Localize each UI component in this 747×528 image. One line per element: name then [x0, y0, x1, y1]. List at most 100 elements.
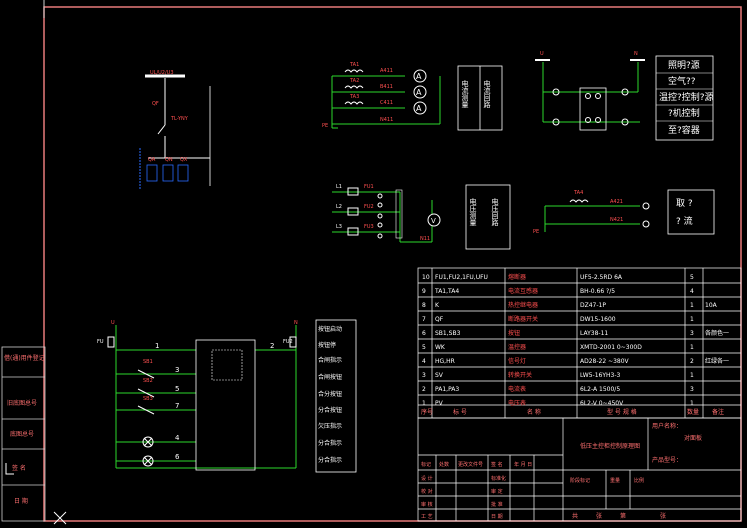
bom-head-code: 标 号 — [453, 408, 467, 416]
bom-cell-no: 10 — [422, 274, 430, 281]
relay-panel-5: 合分按钮 — [318, 390, 342, 398]
title-block — [417, 417, 742, 522]
svg-text:A: A — [416, 88, 422, 97]
ct-pe: PE — [533, 229, 539, 235]
svg-text:A411: A411 — [380, 68, 393, 74]
svg-text:PE: PE — [322, 123, 328, 129]
customer-value: 对面板 — [684, 434, 702, 442]
svg-text:TA3: TA3 — [349, 94, 359, 100]
svg-text:L3: L3 — [336, 224, 342, 230]
node-7: 7 — [175, 402, 179, 410]
bom-cell-no: 1 — [422, 400, 426, 407]
svg-text:QN: QN — [165, 157, 173, 163]
bom-cell-qty: 1 — [690, 372, 694, 379]
svg-text:B411: B411 — [380, 84, 393, 90]
bom-cell-code: TA1,TA4 — [434, 288, 459, 295]
side-tag-5: 日 期 — [14, 497, 28, 505]
relay-panel-7: 欠压指示 — [318, 422, 342, 430]
bom-head-qty: 数量 — [687, 408, 699, 416]
tb-col-1: 标记 — [421, 461, 431, 468]
footer-2: 张 — [596, 512, 602, 520]
node-4: 4 — [175, 434, 180, 442]
bom-cell-model: UF5-2.5RD 6A — [580, 274, 623, 281]
svg-text:V: V — [431, 217, 436, 225]
svg-text:TA1: TA1 — [349, 62, 359, 68]
ct-box-line-2: ? 流 — [676, 215, 693, 227]
sb1-label: SB1 — [143, 359, 153, 365]
sb3-label: SB3 — [143, 396, 153, 402]
control-circuit — [107, 325, 297, 471]
bom-cell-model: 6L2-V 0~450V — [580, 400, 624, 407]
relay-panel-8: 分合指示 — [318, 439, 342, 447]
bom-cell-model: 6L2-A 1500/5 — [580, 386, 620, 393]
relay-panel-1: 按钮启动 — [318, 325, 342, 333]
svg-text:N: N — [634, 51, 638, 57]
side-tag-2: 旧底图总号 — [7, 399, 37, 407]
product-label: 产品型号： — [652, 456, 682, 464]
tb-mid-3: 批 准 — [491, 501, 503, 508]
bom-cell-qty: 3 — [690, 386, 694, 393]
svg-text:QX: QX — [180, 157, 188, 163]
voltage-meter-diagram: L1 L2 L3 FU1 FU2 FU3 V N11 — [332, 184, 511, 250]
bom-cell-name: 断路器开关 — [508, 315, 538, 323]
bom-cell-qty: 1 — [690, 316, 694, 323]
bom-cell-note: 红绿各一 — [705, 357, 729, 365]
ct-line-n: N421 — [610, 217, 623, 223]
bom-cell-code: QF — [435, 316, 444, 323]
stage-mark: 阶段标记 — [570, 477, 590, 484]
bom-cell-code: HG,HR — [435, 358, 455, 365]
bom-cell-name: 转换开关 — [508, 371, 532, 379]
top-right-box-line-5: 至?容器 — [668, 124, 700, 136]
tb-left-3: 审 核 — [421, 501, 433, 508]
bom-cell-no: 8 — [422, 302, 426, 309]
bom-table — [417, 267, 742, 419]
top-right-box-line-3: 温控?控制?源 — [659, 91, 714, 103]
svg-text:FU3: FU3 — [364, 224, 374, 230]
bom-cell-no: 9 — [422, 288, 426, 295]
svg-text:A: A — [416, 104, 422, 113]
bom-cell-no: 4 — [422, 358, 426, 365]
n-right-label: N — [294, 320, 298, 326]
sb2-label: SB2 — [143, 378, 153, 384]
meter-top-box-right: 电流回路 — [483, 79, 491, 109]
bom-cell-no: 2 — [422, 386, 426, 393]
bom-cell-name: 电流互感器 — [508, 287, 538, 295]
ct-line-a: A421 — [610, 199, 623, 205]
ct-box-line-1: 取 ? — [676, 198, 693, 209]
bom-cell-model: BH-0.66 ?/5 — [580, 288, 615, 295]
tb-mid-2: 审 定 — [491, 488, 503, 495]
side-tag-4: 签 名 — [12, 464, 26, 472]
svg-text:TL-YNY: TL-YNY — [170, 116, 189, 122]
bom-cell-name: 信号灯 — [508, 357, 526, 365]
svg-text:C411: C411 — [380, 100, 393, 106]
bom-cell-qty: 2 — [690, 358, 694, 365]
meter-mid-box-left: 电压测量 — [469, 197, 477, 226]
tb-left-1: 设 计 — [421, 475, 433, 482]
bom-cell-code: K — [435, 302, 440, 309]
tb-col-3: 更改文件号 — [458, 461, 483, 468]
bom-cell-code: SV — [435, 372, 444, 379]
tb-col-4: 签 名 — [491, 461, 503, 468]
svg-text:FU1: FU1 — [364, 184, 374, 190]
node-6: 6 — [175, 453, 180, 461]
bom-cell-name: 按钮 — [508, 329, 520, 337]
bom-head-no: 序号 — [421, 408, 433, 416]
tb-col-2: 处数 — [439, 461, 449, 468]
svg-text:L2: L2 — [336, 204, 342, 210]
svg-text:A: A — [416, 72, 422, 81]
bom-cell-no: 3 — [422, 372, 426, 379]
bom-cell-name: 熔断器 — [508, 273, 526, 281]
bom-head-model: 型 号 规 格 — [607, 408, 637, 416]
svg-text:TA2: TA2 — [349, 78, 359, 84]
bom-cell-qty: 1 — [690, 400, 694, 407]
tb-mid-4: 日 期 — [491, 514, 503, 520]
tb-left-2: 校 对 — [421, 488, 433, 495]
bom-cell-model: AD28-22 ~380V — [580, 358, 630, 365]
bom-cell-model: LW5-16YH3-3 — [580, 372, 621, 379]
bom-cell-code: WK — [435, 344, 446, 351]
bom-cell-qty: 3 — [690, 330, 694, 337]
relay-panel — [315, 319, 357, 473]
bom-cell-name: 温控器 — [508, 343, 526, 351]
bom-cell-code: FU1,FU2,1FU,UFU — [435, 274, 488, 281]
side-tags — [1, 346, 46, 522]
